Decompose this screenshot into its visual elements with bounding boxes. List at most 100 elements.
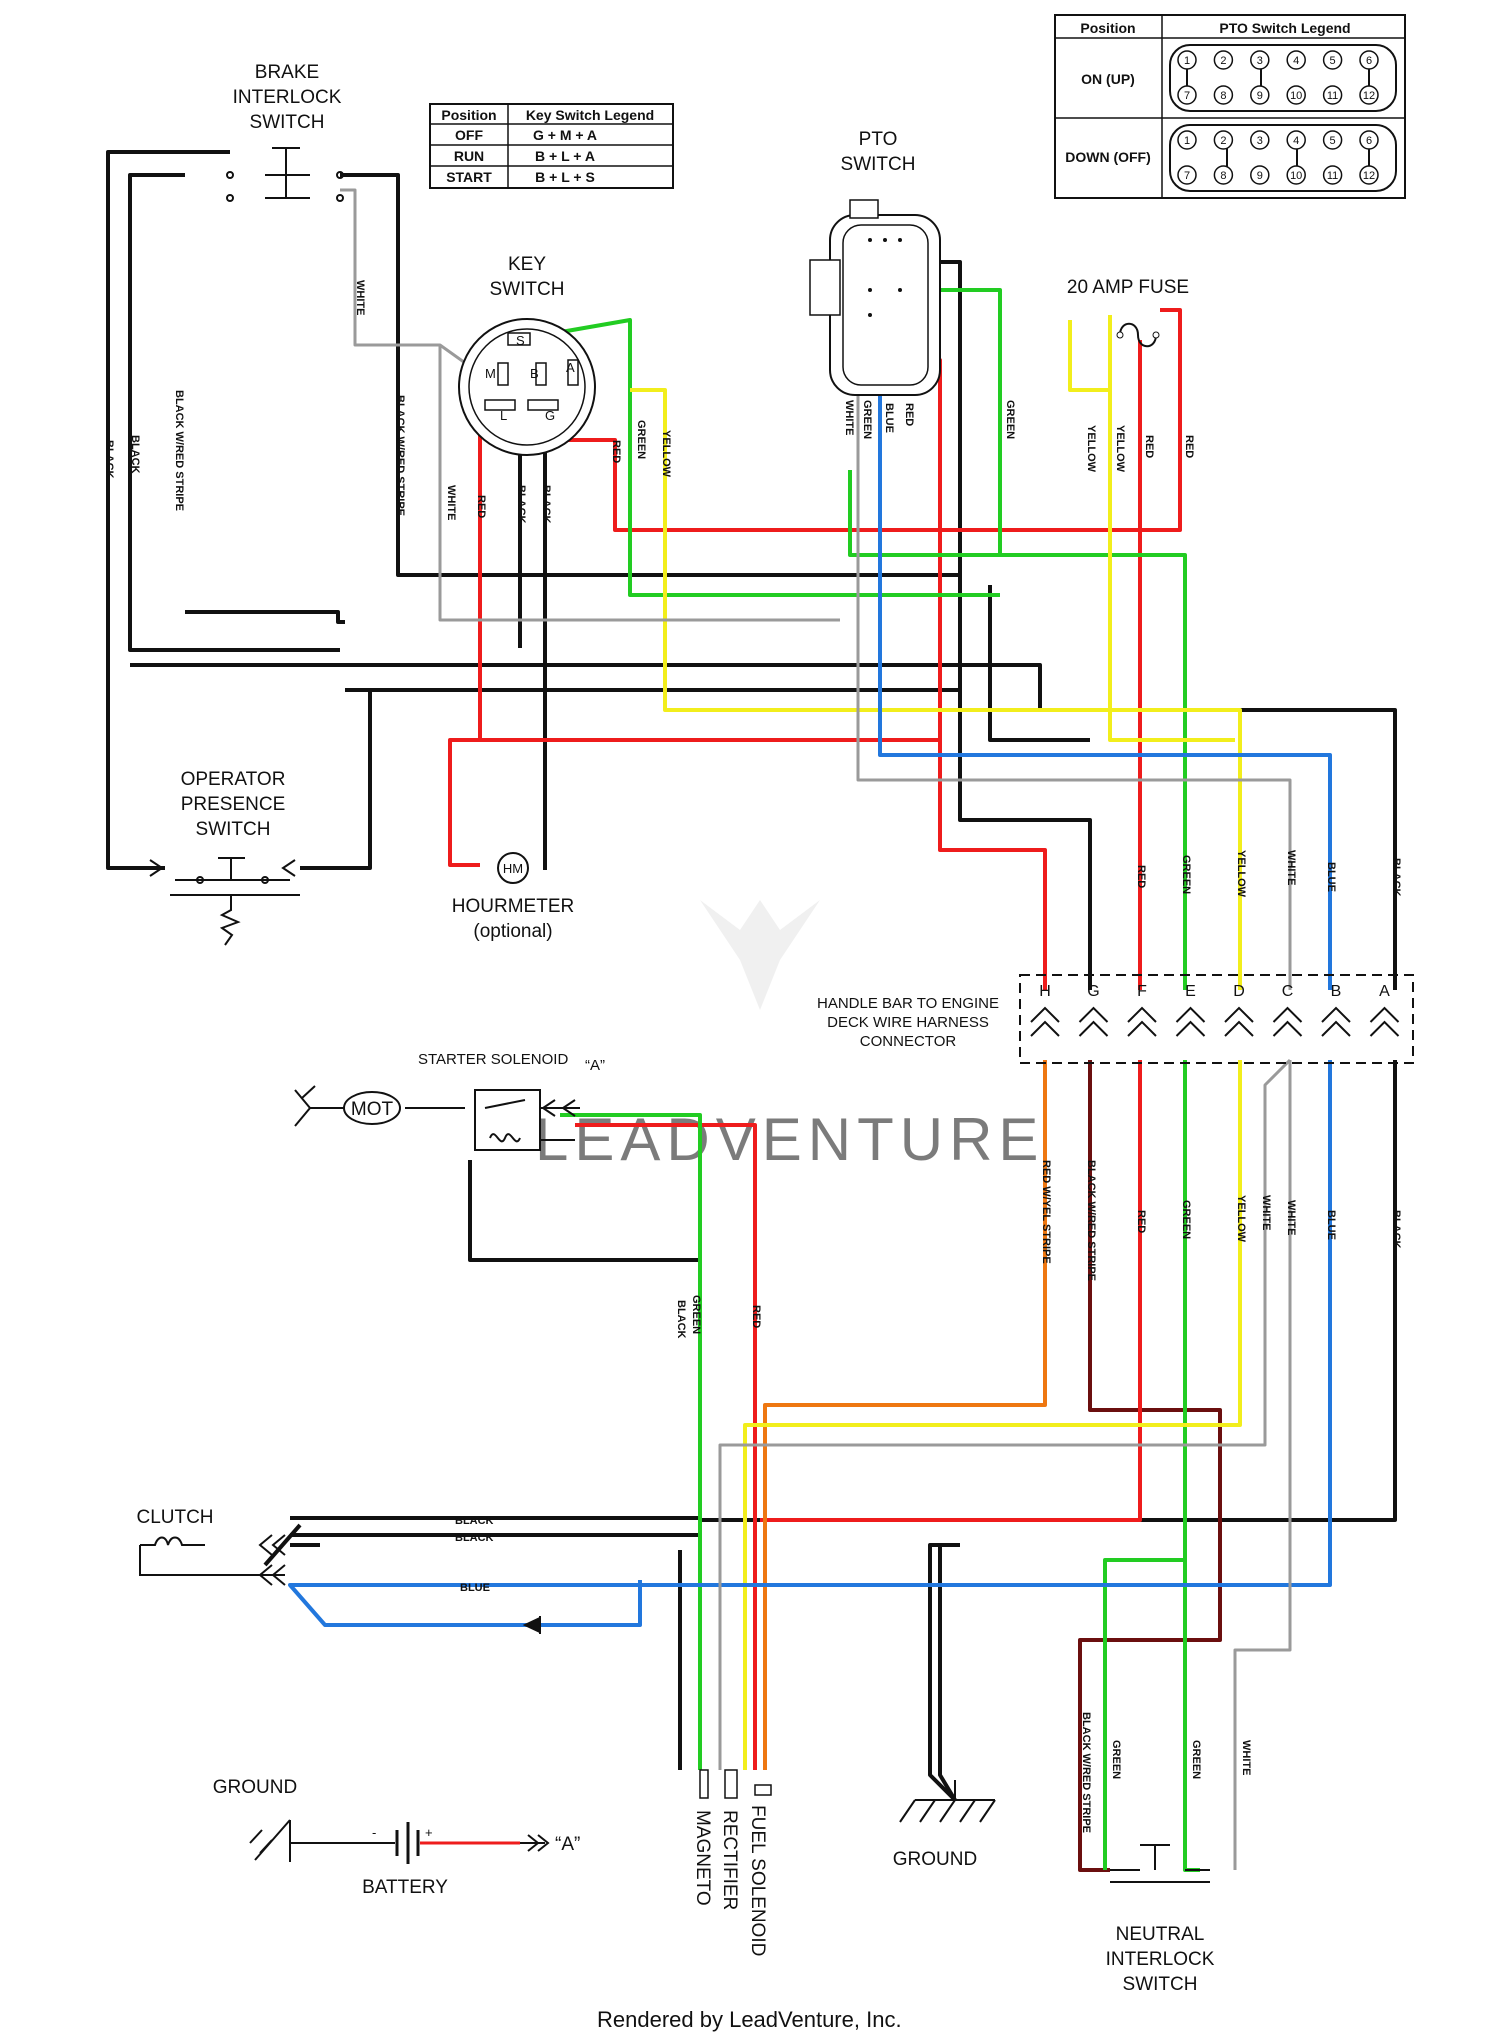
neutral-interlock-switch: NEUTRAL INTERLOCK SWITCH (1106, 1844, 1215, 1995)
pto-pin-circle (1177, 50, 1197, 70)
pto-pin-label: 2 (1220, 135, 1226, 147)
pto-pin-label: 3 (1257, 135, 1263, 147)
pto-pin-circle (1322, 130, 1343, 150)
battery-terminal-a: “A” (555, 1834, 580, 1855)
connector-pin-chevron-icon (1224, 1006, 1254, 1037)
pto-label-2: SWITCH (841, 154, 916, 175)
footer-credit: Rendered by LeadVenture, Inc. (597, 2007, 902, 2032)
brake-label-1: BRAKE (255, 62, 319, 83)
red-wires (448, 308, 1182, 1770)
battery-plus-icon: + (425, 1825, 433, 1840)
wire-label-green-8: GREEN (1190, 1740, 1202, 1779)
connector-pin-chevron-icon (1321, 1006, 1351, 1037)
clutch-label: CLUTCH (136, 1507, 213, 1528)
key-terminal-g: G (545, 408, 555, 423)
wire-label-black-2: BLACK (103, 440, 115, 479)
connector-pin-chevron-icon (1369, 1006, 1400, 1037)
pto-pin-label: 9 (1257, 90, 1263, 102)
wire-label-yellow-2: YELLOW (1085, 425, 1097, 473)
wire-label-green-3: GREEN (1004, 400, 1016, 439)
pto-pin-circle (1213, 165, 1234, 185)
pto-legend-header-position: Position (1080, 20, 1135, 36)
neutral-label-1: NEUTRAL (1116, 1924, 1205, 1945)
magneto-label: MAGNETO (692, 1810, 713, 1906)
wire-label-red-7: RED (1135, 1210, 1147, 1233)
connector-pin-chevron-icon (1078, 1006, 1109, 1037)
ops-label-2: PRESENCE (181, 794, 286, 815)
connector-pin-label: B (1331, 983, 1342, 1000)
pto-pin-label: 12 (1363, 170, 1375, 182)
wire-label-red-8: RED (750, 1305, 762, 1328)
pto-pin-label: 1 (1184, 55, 1190, 67)
pto-pin-label: 12 (1363, 90, 1375, 102)
engine-terminals: MAGNETO RECTIFIER FUEL SOLENOID (692, 1769, 772, 1956)
wire-label-red-5: RED (1183, 435, 1195, 458)
key-legend-val-run: B + L + A (535, 148, 595, 164)
black-wires (106, 150, 1397, 1802)
wire-label-green-5: GREEN (1180, 1200, 1192, 1239)
key-terminal-b: B (530, 366, 539, 381)
ground-bottom-label: GROUND (893, 1849, 977, 1870)
key-legend-pos-run: RUN (454, 148, 484, 164)
pto-pin-label: 11 (1327, 90, 1338, 102)
pto-pin-label: 8 (1220, 170, 1226, 182)
wire-label-yellow-1: YELLOW (660, 430, 672, 478)
wire-label-black-4: BLACK (540, 485, 552, 524)
watermark-text: LEADVENTURE (535, 1106, 1044, 1173)
connector-pin-chevron-icon (1030, 1006, 1060, 1037)
pto-pin-label: 3 (1257, 55, 1263, 67)
pto-pin-circle (1286, 130, 1306, 150)
wire-label-black-red-2: BLACK W/RED STRIPE (394, 395, 406, 516)
wire-label-white-5: WHITE (1260, 1195, 1272, 1230)
pto-pin-circle (1359, 85, 1379, 105)
wire-label-red-4: RED (1143, 435, 1155, 458)
pto-pin-circle (1177, 165, 1197, 185)
pto-pin-label: 6 (1366, 55, 1372, 67)
wire-label-green-6: GREEN (690, 1295, 702, 1334)
hourmeter: HM HOURMETER (optional) (452, 852, 574, 942)
wire-label-black-red-3: BLACK W/RED STRIPE (1085, 1160, 1097, 1281)
wire-label-blue-1: BLUE (883, 403, 895, 433)
wire-label-black-9: BLACK (455, 1532, 494, 1544)
key-legend-header-legend: Key Switch Legend (526, 107, 654, 123)
ops-label-3: SWITCH (196, 819, 271, 840)
pto-legend-pos-on: ON (UP) (1081, 71, 1135, 87)
connector-label-2: DECK WIRE HARNESS (827, 1014, 989, 1031)
fuse-20-amp: 20 AMP FUSE (1067, 277, 1189, 348)
fuel-solenoid-label: FUEL SOLENOID (747, 1805, 768, 1956)
wire-label-black-5: BLACK (1390, 858, 1402, 897)
wire-label-green-4: GREEN (1180, 855, 1192, 894)
key-legend-pos-off: OFF (455, 127, 483, 143)
wire-label-red-1: RED (475, 495, 487, 518)
wire-label-black-red-1: BLACK W/RED STRIPE (173, 390, 185, 511)
wire-label-blue-2: BLUE (1325, 862, 1337, 892)
key-terminal-m: M (485, 366, 496, 381)
pto-pin-label: 5 (1330, 135, 1336, 147)
connector-label-3: CONNECTOR (860, 1033, 957, 1050)
harness-connector: HANDLE BAR TO ENGINE DECK WIRE HARNESS C… (817, 974, 1414, 1064)
brake-interlock-switch: BRAKE INTERLOCK SWITCH (226, 62, 344, 202)
pto-pin-label: 11 (1327, 170, 1338, 182)
connector-pin-chevron-icon (1272, 1006, 1303, 1037)
pto-pin-circle (1213, 85, 1234, 105)
orange-wires (763, 1060, 1047, 1770)
key-label-1: KEY (508, 254, 546, 275)
key-terminal-l: L (500, 408, 507, 423)
pto-legend-header-legend: PTO Switch Legend (1219, 20, 1350, 36)
pto-pin-label: 4 (1293, 55, 1299, 67)
pto-pin-circle (1359, 130, 1379, 150)
key-legend-pos-start: START (446, 169, 492, 185)
pto-pin-circle (1286, 85, 1306, 105)
pto-pin-label: 8 (1220, 90, 1226, 102)
operator-presence-switch: OPERATOR PRESENCE SWITCH (140, 769, 300, 946)
battery-label: BATTERY (362, 1877, 448, 1898)
neutral-label-3: SWITCH (1123, 1974, 1198, 1995)
pto-switch: PTO SWITCH (809, 129, 941, 396)
connector-pin-label: C (1282, 983, 1294, 1000)
wire-label-red-3: RED (903, 403, 915, 426)
key-switch-legend: Position Key Switch Legend OFF G + M + A… (429, 103, 674, 189)
connector-pin-label: D (1233, 983, 1245, 1000)
key-legend-val-off: G + M + A (533, 127, 597, 143)
